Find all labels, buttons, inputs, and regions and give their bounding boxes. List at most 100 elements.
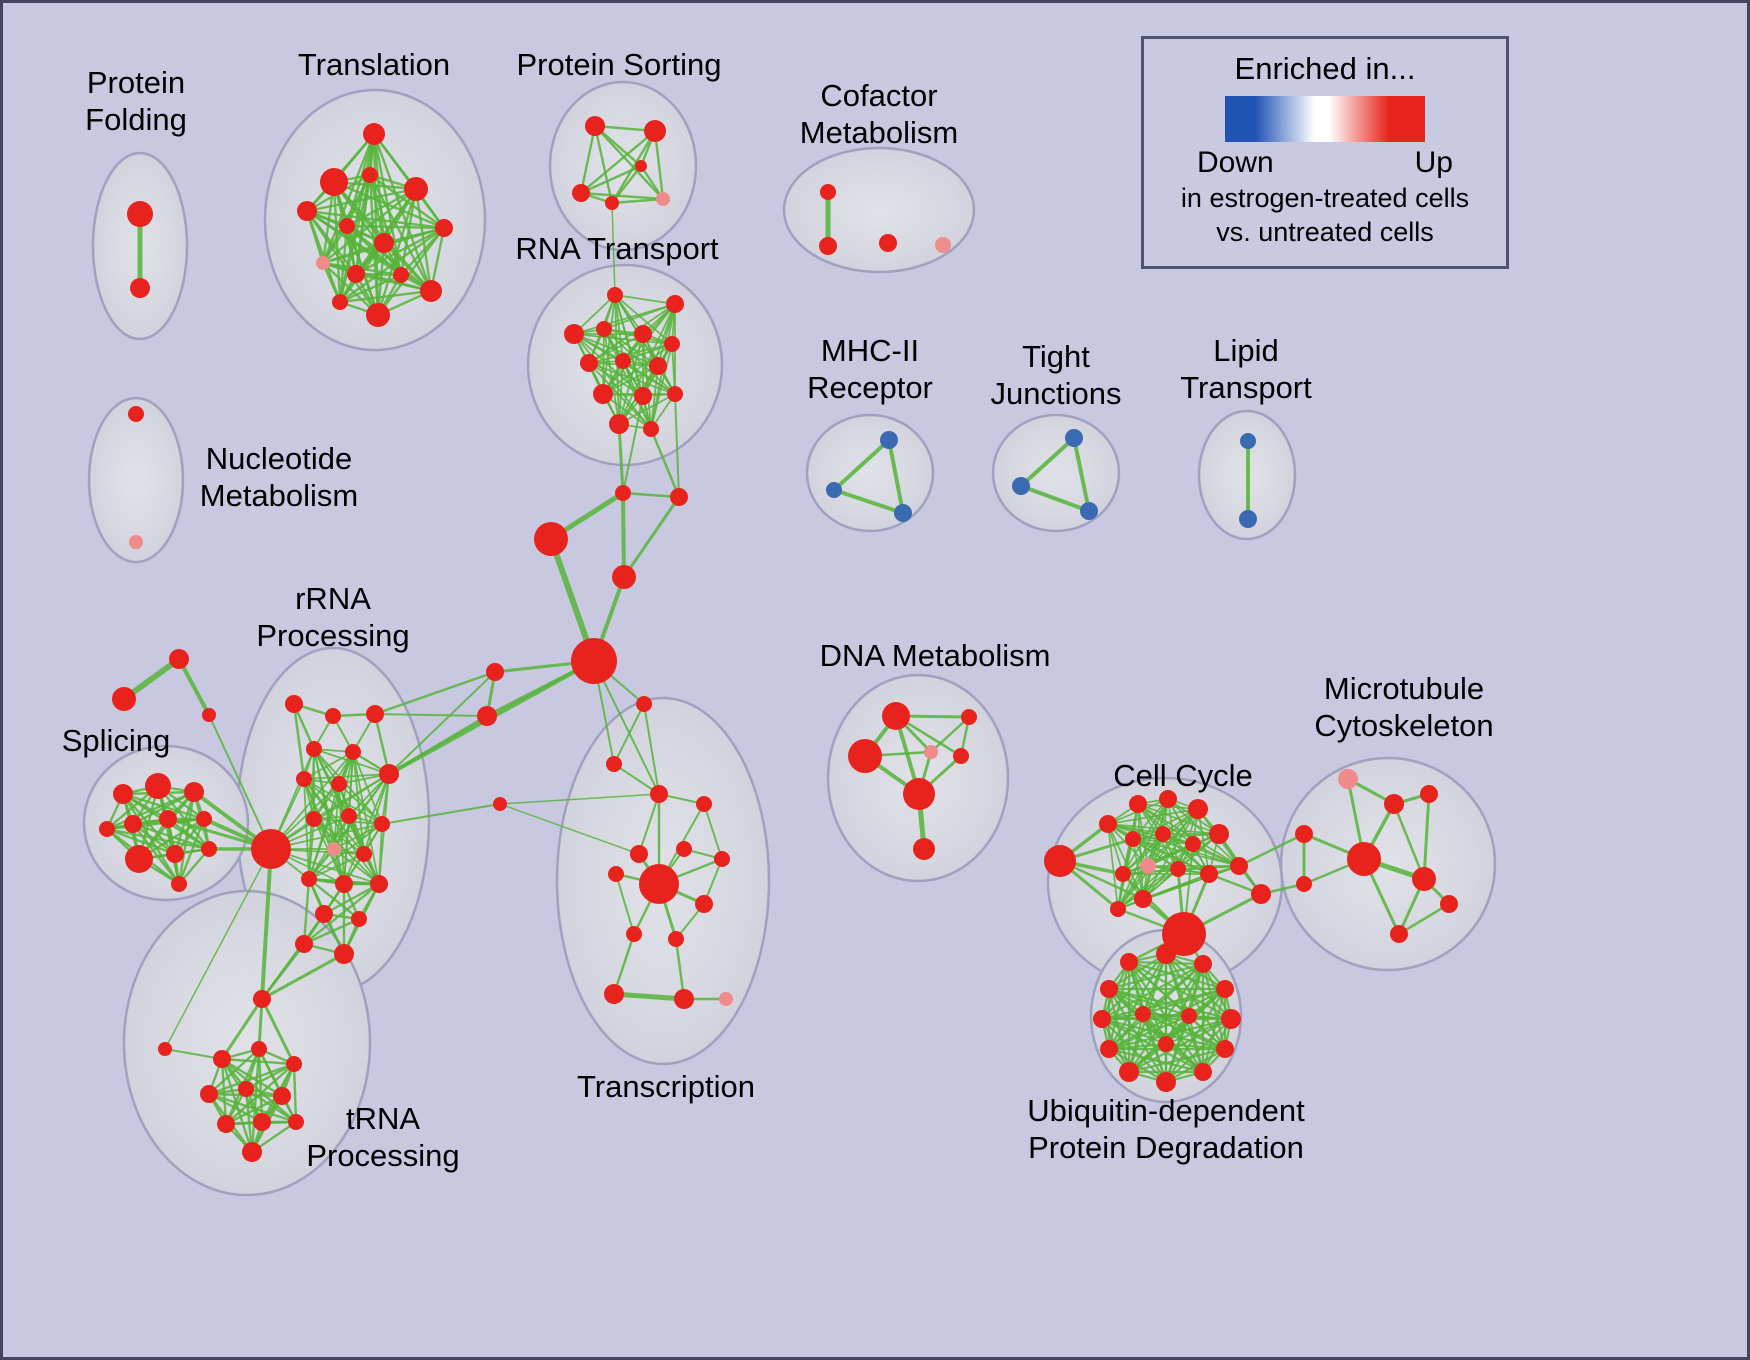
node-mt9: [1296, 876, 1312, 892]
edge-tr5-tr7: [345, 187, 418, 228]
edge-cc8-cc17: [1117, 833, 1164, 910]
edge-tc9-tc11: [615, 873, 635, 935]
edge-ub11-ub14: [1187, 1014, 1205, 1074]
node-ub6: [1093, 1010, 1111, 1028]
edge-c5-rr11: [381, 803, 501, 825]
node-ub15: [1158, 1036, 1174, 1052]
node-pf2: [130, 278, 150, 298]
node-tr9: [316, 256, 330, 270]
node-tc14: [674, 989, 694, 1009]
edge-tr7-tr12: [345, 224, 433, 293]
node-cc14: [1230, 857, 1248, 875]
node-tc5: [630, 845, 648, 863]
edge-tc2-tc3: [613, 763, 660, 795]
cluster-label-protein-sorting: Protein Sorting: [516, 47, 721, 82]
edge-tn1-tn2: [220, 997, 264, 1061]
edge-tc13-tc14: [611, 991, 687, 1002]
cluster-label-protein-folding: Protein: [87, 65, 185, 100]
node-cc8: [1155, 826, 1171, 842]
edge-ps2-ps4: [610, 129, 657, 205]
edge-rr7-rr11: [303, 778, 383, 825]
edge-ps2-ps5: [653, 129, 665, 201]
edge-c3-rr6: [388, 671, 496, 775]
edge-rr1-rr7: [292, 702, 306, 781]
cluster-label-rrna-processing: rRNA: [295, 581, 371, 616]
edge-ub12-ub13: [1141, 1012, 1168, 1084]
edge-tr10-tr12: [354, 272, 433, 293]
node-rt5: [634, 325, 652, 343]
edge-rr14-rr19: [302, 877, 311, 946]
edge-rr20-tn1: [260, 952, 346, 1001]
node-c4: [477, 706, 497, 726]
node-sp8: [166, 845, 184, 863]
node-c5: [493, 797, 507, 811]
edge-cc9-cc17: [1117, 843, 1194, 910]
cluster-label-cofactor-metabolism: Metabolism: [800, 115, 959, 150]
node-tc1: [636, 696, 652, 712]
node-ub5: [1216, 980, 1234, 998]
node-ub1: [1156, 944, 1176, 964]
edge-rr16-rr19: [302, 882, 381, 946]
edge-tc1-tc3: [643, 703, 660, 795]
cluster-label-trna-processing: Processing: [306, 1138, 459, 1173]
node-tr4: [362, 167, 378, 183]
edge-ps1-ps5: [593, 124, 665, 201]
edge-rt8-rt12: [622, 360, 676, 395]
edge-c3-rr3: [373, 670, 497, 716]
cluster-label-trna-processing: tRNA: [346, 1101, 420, 1136]
edge-ps1-ps3: [579, 124, 597, 195]
node-cc3: [1129, 795, 1147, 813]
edge-cc4-cc14: [1167, 798, 1240, 867]
node-cc18: [1251, 884, 1271, 904]
node-mt7: [1440, 895, 1458, 913]
node-mh1: [880, 431, 898, 449]
node-rr5: [345, 744, 361, 760]
node-sp9: [201, 841, 217, 857]
edge-rt9-rt10: [602, 365, 659, 395]
node-ub13: [1135, 1006, 1151, 1022]
node-tc12: [668, 931, 684, 947]
edge-ub9-ub10: [1127, 1047, 1227, 1074]
edge-rr16-rr17: [322, 882, 381, 916]
edge-mh1-mh3: [887, 438, 905, 515]
cluster-ellipse-protein-sorting: [548, 80, 698, 252]
node-tc13: [604, 984, 624, 1004]
node-ub4: [1100, 980, 1118, 998]
edge-rt2-rt4: [603, 303, 676, 330]
node-rr10: [341, 808, 357, 824]
cluster-ellipse-cofactor-metabolism: [782, 146, 976, 274]
edge-sp6-sp11: [105, 817, 206, 831]
edge-tn12-rrh: [164, 848, 272, 1050]
edge-rt1-rt2: [614, 294, 676, 305]
node-ps1: [585, 116, 605, 136]
edge-tj2-tj3: [1019, 484, 1091, 513]
node-sp4: [124, 815, 142, 833]
cluster-ellipse-trna-processing: [122, 889, 372, 1197]
node-cf3: [879, 234, 897, 252]
node-rt1: [607, 287, 623, 303]
node-ps2: [644, 120, 666, 142]
edge-b3-tc3: [593, 660, 660, 795]
node-tc2: [606, 756, 622, 772]
node-dm5: [953, 748, 969, 764]
edge-c4-rr3: [374, 713, 488, 717]
node-rt4: [596, 321, 612, 337]
edge-tr9-tr13: [321, 261, 380, 317]
cluster-label-ubiquitin-degradation: Protein Degradation: [1028, 1130, 1304, 1165]
node-c1: [615, 485, 631, 501]
node-rr9: [306, 811, 322, 827]
node-tr13: [366, 303, 390, 327]
node-rt13: [609, 414, 629, 434]
node-tr2: [320, 168, 348, 196]
node-mt2: [1384, 794, 1404, 814]
node-ub8: [1100, 1040, 1118, 1058]
node-rr1: [285, 695, 303, 713]
edge-tr6-tr14: [338, 226, 446, 304]
cluster-label-lipid-transport: Transport: [1180, 370, 1312, 405]
node-rt8: [615, 353, 631, 369]
edge-ps4-ps5: [610, 197, 665, 205]
edge-rt8-rt13: [618, 360, 624, 425]
edge-rt1-rt8: [614, 294, 624, 362]
